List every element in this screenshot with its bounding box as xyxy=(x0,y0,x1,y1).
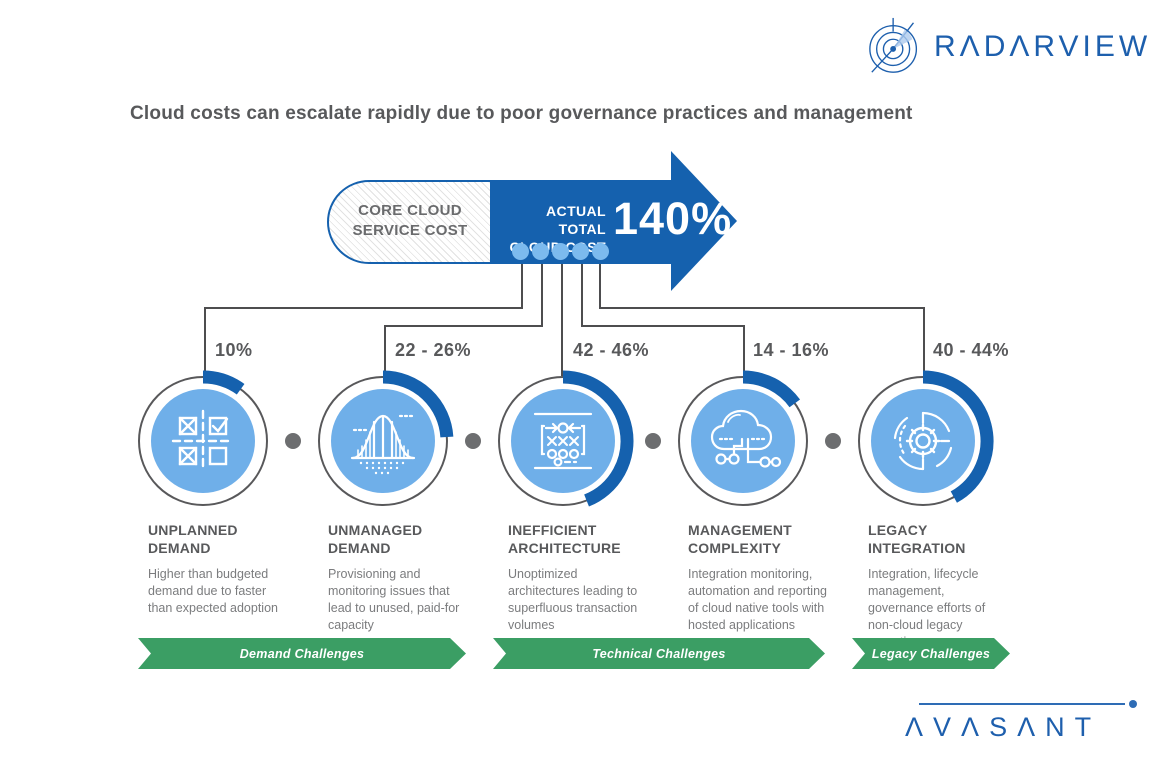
flow-dot xyxy=(572,243,589,260)
factor-title: INEFFICIENT ARCHITECTURE xyxy=(508,522,621,556)
actual-cost-arrow-head xyxy=(671,151,737,291)
ribbon-demand-challenges: Demand Challenges xyxy=(138,638,466,669)
connector-line xyxy=(599,264,601,309)
ribbon-label: Demand Challenges xyxy=(239,646,365,661)
connector-line xyxy=(561,264,563,376)
factor-description: Integration monitoring, automation and r… xyxy=(688,567,827,632)
cloud-network-icon xyxy=(710,409,782,468)
percent-label: 14 - 16% xyxy=(753,340,830,360)
factor-description: Provisioning and monitoring issues that … xyxy=(328,567,460,632)
quadrant-matrix-icon xyxy=(171,409,235,473)
factor-title: MANAGEMENT COMPLEXITY xyxy=(688,522,792,556)
ribbon-label: Legacy Challenges xyxy=(871,646,991,661)
page-title: Cloud costs can escalate rapidly due to … xyxy=(130,103,913,124)
separator-dot xyxy=(465,433,481,449)
connector-line xyxy=(743,325,745,377)
connector-line xyxy=(923,307,925,377)
percent-label: 22 - 26% xyxy=(395,340,472,360)
actual-cost-value: 140% xyxy=(613,193,733,244)
connector-line xyxy=(384,325,543,327)
avasant-logo-rule xyxy=(919,700,1137,708)
percent-label: 42 - 46% xyxy=(573,340,650,360)
factor-circle-unplanned-demand xyxy=(138,370,268,506)
percent-label: 10% xyxy=(215,340,253,360)
flow-dot xyxy=(512,243,529,260)
connector-line xyxy=(541,264,543,327)
avasant-logo-line xyxy=(919,703,1125,705)
factor-circle-management-complexity xyxy=(678,370,808,506)
bell-curve-icon xyxy=(350,414,416,475)
ribbon-legacy-challenges: Legacy Challenges xyxy=(852,638,1010,669)
flow-dots xyxy=(512,243,609,260)
connector-line xyxy=(384,325,386,377)
factor-description: Unoptimized architectures leading to sup… xyxy=(508,567,638,632)
factor-title: UNPLANNED DEMAND xyxy=(148,522,238,556)
ribbon-technical-challenges: Technical Challenges xyxy=(493,638,825,669)
core-cloud-cost-label: CORE CLOUD SERVICE COST xyxy=(352,202,468,239)
radarview-logo: RΛDΛRVIEW™ xyxy=(866,16,1152,78)
ribbon-label: Technical Challenges xyxy=(592,646,726,661)
avasant-logo-dot xyxy=(1129,700,1137,708)
connector-line xyxy=(599,307,925,309)
flow-dot xyxy=(592,243,609,260)
strategy-board-icon xyxy=(533,412,593,470)
factor-description: Higher than budgeted demand due to faste… xyxy=(148,567,278,615)
connector-line xyxy=(581,325,745,327)
separator-dot xyxy=(285,433,301,449)
connector-line xyxy=(204,307,206,377)
separator-dot xyxy=(825,433,841,449)
radar-icon xyxy=(869,17,918,73)
percent-label: 40 - 44% xyxy=(933,340,1010,360)
flow-dot xyxy=(552,243,569,260)
flow-dot xyxy=(532,243,549,260)
radarview-wordmark: RΛDΛRVIEW™ xyxy=(934,30,1152,64)
connector-line xyxy=(204,307,523,309)
avasant-wordmark: ΛVΛSΛNT xyxy=(905,712,1102,742)
factor-circle-unmanaged-demand xyxy=(318,370,454,506)
connector-line xyxy=(521,264,523,309)
factor-title: UNMANAGED DEMAND xyxy=(328,522,423,556)
factor-circle-inefficient-architecture xyxy=(498,370,634,507)
factor-description: Integration, lifecycle management, gover… xyxy=(868,567,986,649)
factor-title: LEGACY INTEGRATION xyxy=(868,522,966,556)
gear-ring-icon xyxy=(893,411,953,471)
factor-circle-legacy-integration xyxy=(858,370,994,506)
separator-dot xyxy=(645,433,661,449)
connector-line xyxy=(581,264,583,327)
avasant-logo: ΛVΛSΛNT xyxy=(905,700,1145,743)
